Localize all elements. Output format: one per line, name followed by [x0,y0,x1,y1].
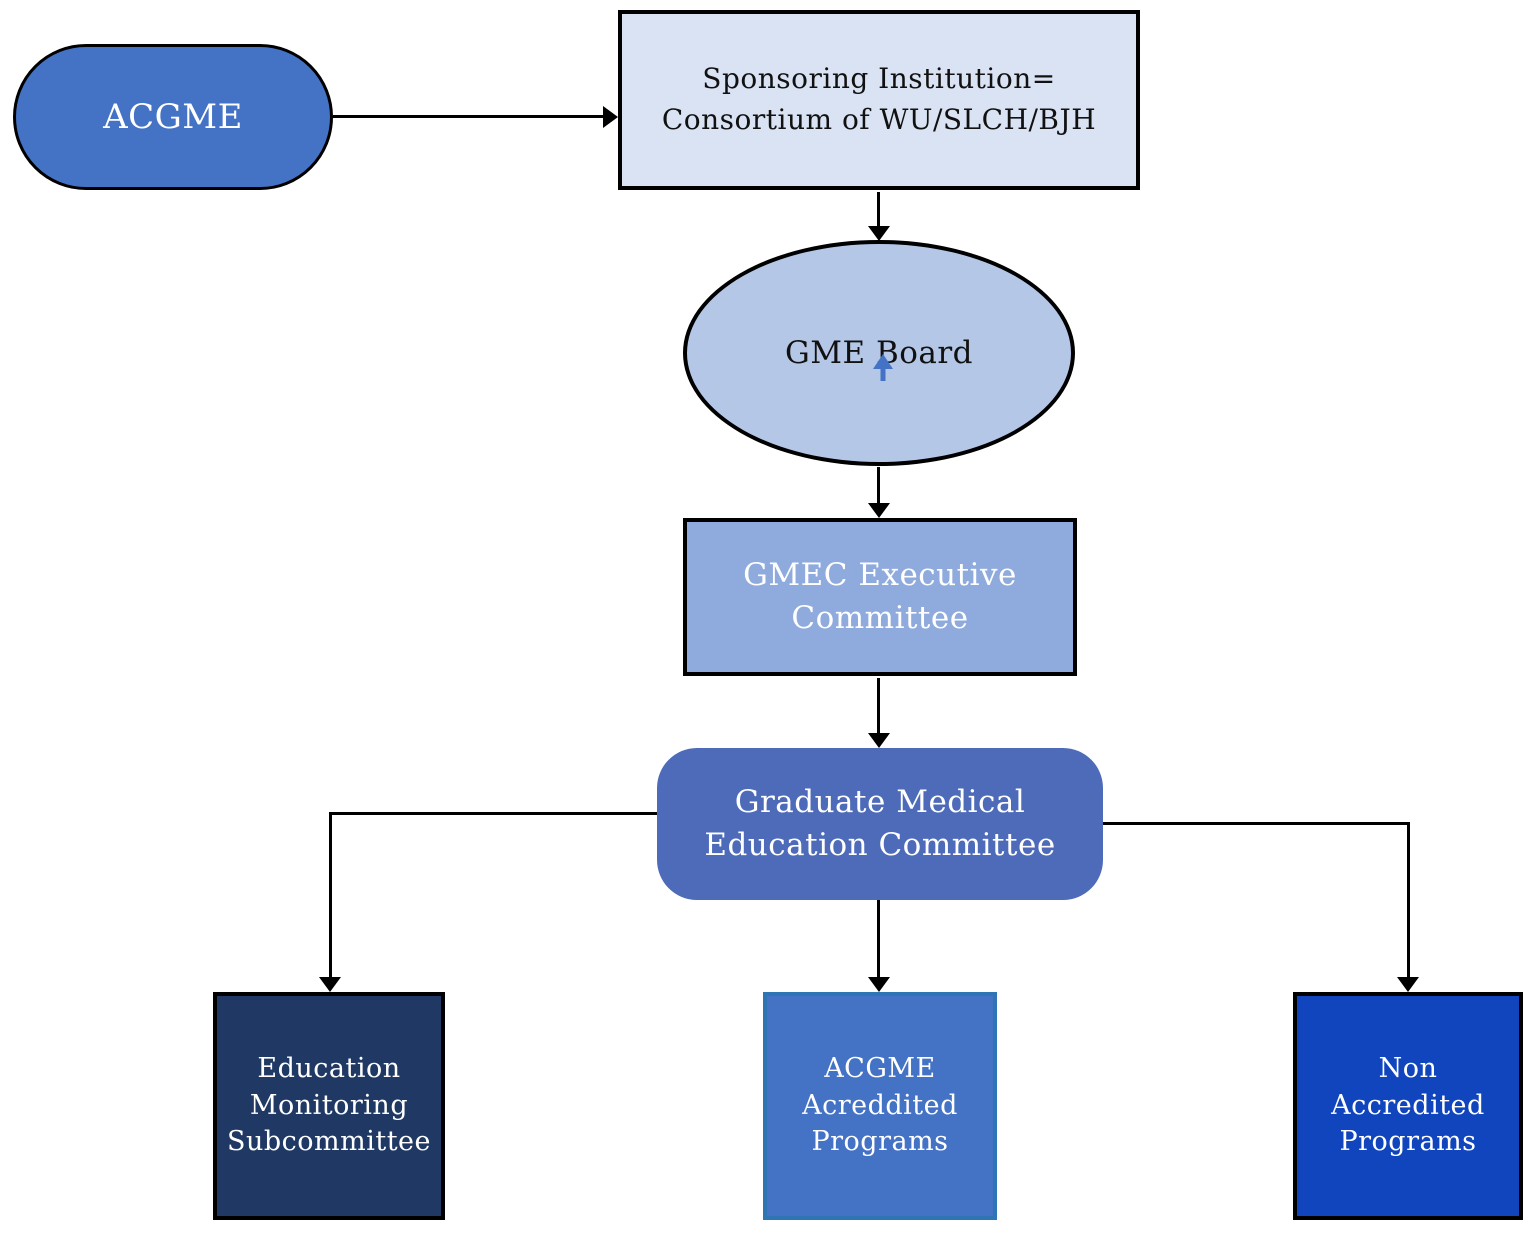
arrowhead-down-icon [868,733,890,748]
up-arrow-icon [873,354,893,381]
node-gmec-executive-committee-label: GMEC Executive Committee [743,556,1017,636]
node-acgme-label: ACGME [103,97,243,137]
node-sponsoring-institution: Sponsoring Institution= Consortium of WU… [618,10,1140,190]
connector-gmec-to-education-horizontal [329,812,657,815]
node-graduate-medical-education-committee-label: Graduate Medical Education Committee [704,783,1056,863]
node-gme-board: GME Board [683,240,1075,466]
connector-sponsoring-to-gmeboard [877,192,880,226]
node-education-monitoring-subcommittee: Education Monitoring Subcommittee [213,992,445,1220]
node-acgme-accredited-programs: ACGME Acreddited Programs [763,992,997,1220]
node-gme-board-label: GME Board [784,335,974,371]
node-gmec-executive-committee: GMEC Executive Committee [683,518,1077,676]
arrowhead-down-icon [868,977,890,992]
connector-executive-to-gmec [877,678,880,733]
arrowhead-down-icon [868,226,890,241]
node-sponsoring-institution-label: Sponsoring Institution= Consortium of WU… [661,62,1097,136]
arrowhead-down-icon [868,503,890,518]
connector-gmeboard-to-executive [877,467,880,503]
node-acgme: ACGME [13,44,333,190]
connector-gmec-to-nonaccredited-horizontal [1103,822,1410,825]
connector-gmec-to-nonaccredited-vertical [1407,822,1410,977]
node-non-accredited-programs-label: Non Accredited Programs [1331,1053,1485,1158]
node-non-accredited-programs: Non Accredited Programs [1293,992,1523,1220]
node-graduate-medical-education-committee: Graduate Medical Education Committee [657,748,1103,900]
connector-gmec-to-acgme-programs [877,900,880,977]
node-acgme-accredited-programs-label: ACGME Acreddited Programs [802,1053,958,1158]
connector-gmec-to-education-vertical [329,812,332,977]
node-education-monitoring-subcommittee-label: Education Monitoring Subcommittee [226,1053,432,1158]
arrowhead-right-icon [603,106,618,128]
connector-acgme-to-sponsoring [333,115,603,118]
arrowhead-down-icon [1397,977,1419,992]
arrowhead-down-icon [319,977,341,992]
